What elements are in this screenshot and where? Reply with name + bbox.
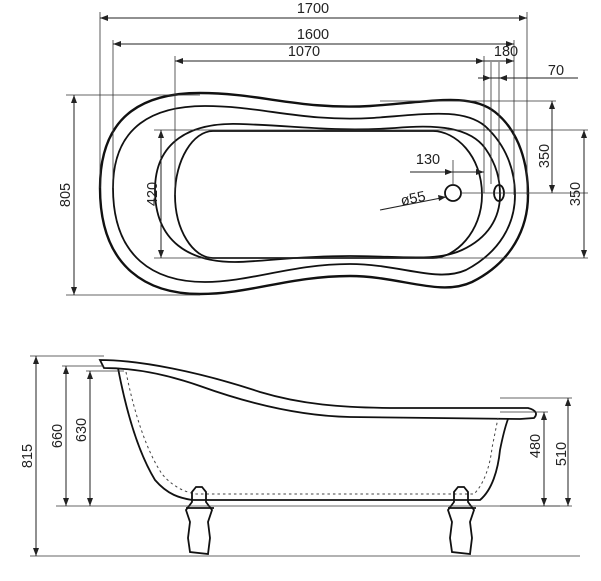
- label-half-width-upper: 350: [537, 144, 553, 168]
- label-foot-end-height: 510: [554, 442, 570, 466]
- tub-outer-rim: [98, 91, 530, 296]
- label-foot-end-inner: 480: [528, 434, 544, 458]
- label-offset-right: 180: [494, 44, 518, 60]
- tub-side-rim: [98, 359, 537, 420]
- tub-rim-inner-edge: [112, 105, 516, 283]
- tub-basin-edge: [154, 123, 501, 263]
- label-half-width-lower: 350: [568, 182, 584, 206]
- label-total-height: 815: [20, 444, 36, 468]
- leader-drain-diameter: [379, 196, 447, 211]
- label-drain-offset: 130: [416, 152, 440, 168]
- label-head-height: 660: [50, 424, 66, 448]
- claw-foot-right: [446, 486, 476, 555]
- label-rim-length: 1600: [297, 27, 329, 43]
- label-inner-width: 420: [145, 182, 161, 206]
- tub-side-interior-dashed: [125, 371, 499, 495]
- side-view: 815 660 630 480 510: [20, 355, 580, 557]
- label-overall-width: 805: [58, 183, 74, 207]
- label-inner-height: 630: [74, 418, 90, 442]
- tub-inner-floor: [174, 130, 483, 259]
- drain-hole: [444, 184, 462, 202]
- tub-side-body: [117, 367, 509, 501]
- label-inner-length: 1070: [288, 44, 320, 60]
- top-view: 805 420 350 350 1700 1600: [58, 1, 588, 296]
- label-overall-length: 1700: [297, 1, 329, 17]
- label-drain-diameter: ø55: [399, 189, 427, 210]
- claw-foot-left: [184, 486, 214, 555]
- label-offset-small: 70: [548, 63, 564, 79]
